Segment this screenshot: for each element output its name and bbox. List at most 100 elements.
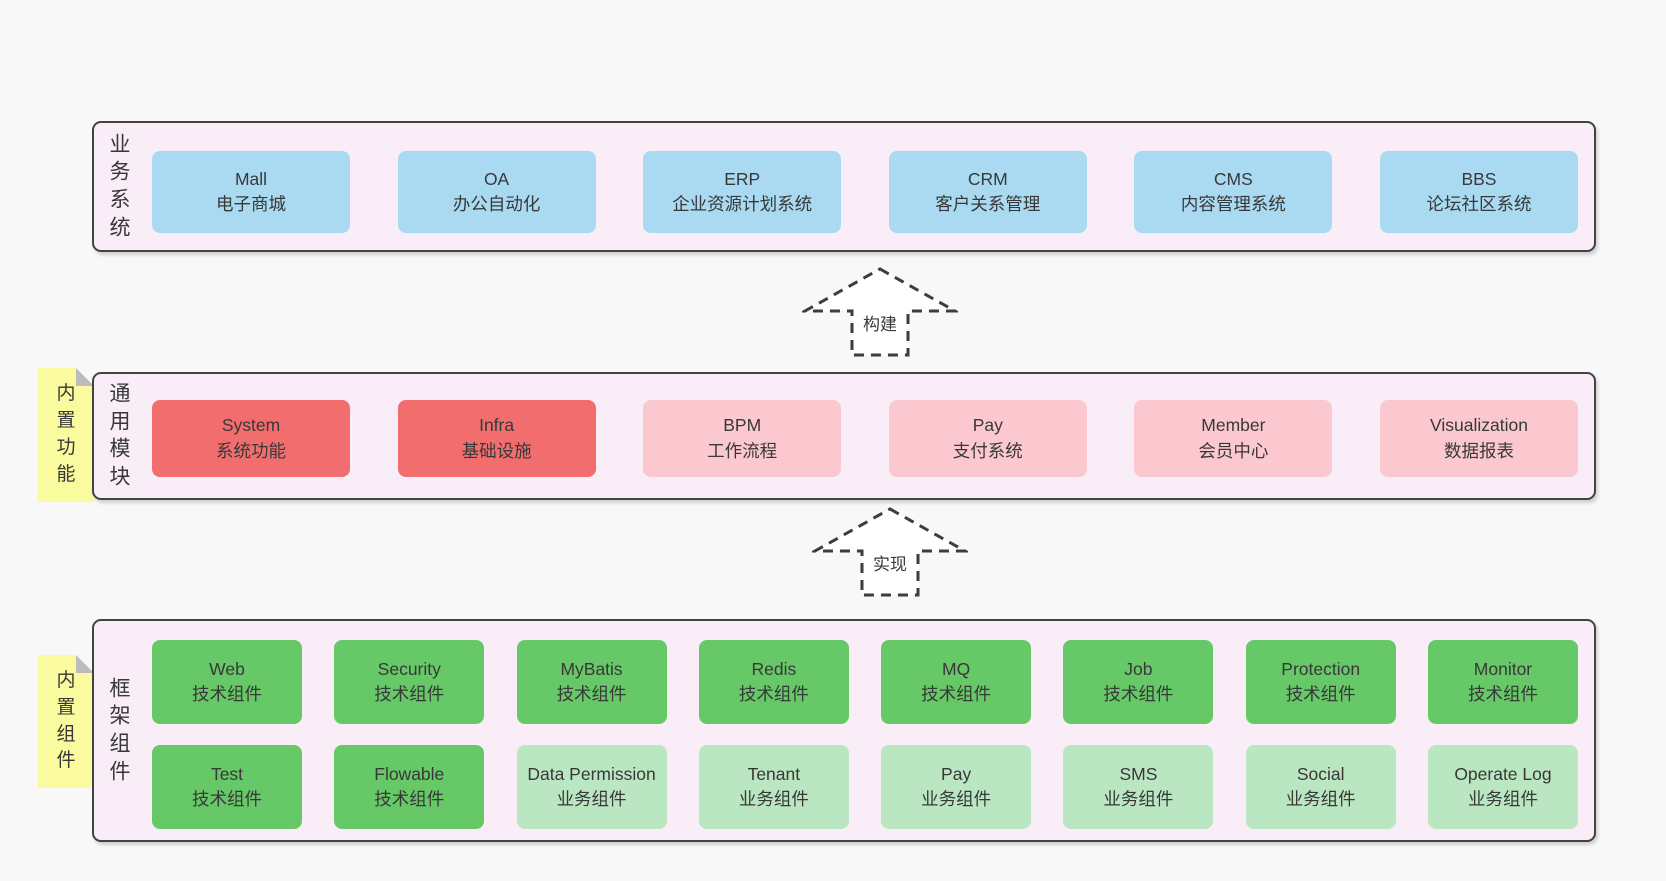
section-business-label: 业务系统 <box>109 133 131 240</box>
box-social: Social 业务组件 <box>1245 745 1396 829</box>
box-subtitle: 技术组件 <box>556 684 627 704</box>
box-title: Test <box>210 763 244 784</box>
framework-box-row-bottom: Test 技术组件 Flowable 技术组件 Data Permission … <box>152 745 1578 829</box>
box-subtitle: 基础设施 <box>461 440 532 461</box>
box-title: Redis <box>751 658 797 679</box>
box-title: Job <box>1124 658 1153 679</box>
box-flowable: Flowable 技术组件 <box>334 745 485 829</box>
box-data-permission: Data Permission 业务组件 <box>516 745 667 829</box>
box-oa: OA 办公自动化 <box>397 151 596 233</box>
box-subtitle: 客户关系管理 <box>935 194 1041 214</box>
box-title: Visualization <box>1430 415 1528 436</box>
box-visualization: Visualization 数据报表 <box>1379 400 1578 477</box>
box-title: Social <box>1296 763 1345 784</box>
box-subtitle: 业务组件 <box>1103 789 1174 809</box>
box-title: System <box>221 415 281 436</box>
box-protection: Protection 技术组件 <box>1245 640 1396 724</box>
box-subtitle: 论坛社区系统 <box>1426 194 1532 214</box>
box-subtitle: 办公自动化 <box>452 194 541 214</box>
box-system: System 系统功能 <box>152 400 350 477</box>
box-title: BBS <box>1461 168 1497 189</box>
box-title: Pay <box>941 763 972 784</box>
box-mybatis: MyBatis 技术组件 <box>516 640 667 724</box>
box-title: Infra <box>479 415 515 436</box>
box-pay-component: Pay 业务组件 <box>881 745 1032 829</box>
box-mall: Mall 电子商城 <box>152 151 350 233</box>
section-framework-label: 框架组件 <box>109 677 131 784</box>
box-job: Job 技术组件 <box>1063 640 1214 724</box>
section-business-systems: 业务系统 Mall 电子商城 OA 办公自动化 ERP 企业资源计划系统 CRM… <box>92 121 1596 252</box>
box-subtitle: 系统功能 <box>216 440 286 461</box>
box-monitor: Monitor 技术组件 <box>1427 640 1578 724</box>
section-framework-components: 框架组件 Web 技术组件 Security 技术组件 MyBatis 技术组件… <box>92 619 1596 842</box>
note-label: 内置功能 <box>56 383 76 485</box>
box-title: BPM <box>723 415 762 436</box>
box-title: CRM <box>967 168 1008 189</box>
arrow-implement-label: 实现 <box>870 550 910 575</box>
box-subtitle: 技术组件 <box>921 684 992 704</box>
box-subtitle: 技术组件 <box>374 684 445 704</box>
box-subtitle: 业务组件 <box>1285 789 1356 809</box>
box-subtitle: 技术组件 <box>1285 684 1356 704</box>
box-title: Web <box>209 658 245 679</box>
box-subtitle: 内容管理系统 <box>1180 194 1286 214</box>
business-box-row: Mall 电子商城 OA 办公自动化 ERP 企业资源计划系统 CRM 客户关系… <box>152 151 1578 233</box>
sticky-note-builtin-components: 内置组件 <box>38 655 94 788</box>
arrow-build: 构建 <box>802 266 958 358</box>
box-title: Monitor <box>1473 658 1533 679</box>
box-subtitle: 技术组件 <box>192 789 262 809</box>
framework-box-row-top: Web 技术组件 Security 技术组件 MyBatis 技术组件 Redi… <box>152 640 1578 724</box>
box-title: SMS <box>1119 763 1158 784</box>
box-title: Data Permission <box>527 763 656 784</box>
box-subtitle: 数据报表 <box>1443 440 1514 461</box>
box-title: MyBatis <box>560 658 623 679</box>
box-test: Test 技术组件 <box>152 745 302 829</box>
box-subtitle: 业务组件 <box>556 789 627 809</box>
box-bbs: BBS 论坛社区系统 <box>1379 151 1578 233</box>
box-sms: SMS 业务组件 <box>1063 745 1214 829</box>
section-modules-label: 通用模块 <box>109 382 131 489</box>
box-subtitle: 技术组件 <box>1467 684 1538 704</box>
box-crm: CRM 客户关系管理 <box>888 151 1087 233</box>
box-title: Mall <box>234 168 268 189</box>
box-title: MQ <box>942 658 971 679</box>
box-web: Web 技术组件 <box>152 640 302 724</box>
box-title: Operate Log <box>1454 763 1552 784</box>
box-infra: Infra 基础设施 <box>397 400 596 477</box>
box-title: OA <box>483 168 510 189</box>
box-pay-module: Pay 支付系统 <box>888 400 1087 477</box>
box-title: Tenant <box>747 763 801 784</box>
box-bpm: BPM 工作流程 <box>643 400 842 477</box>
section-common-modules: 通用模块 System 系统功能 Infra 基础设施 BPM 工作流程 Pay… <box>92 372 1596 500</box>
box-cms: CMS 内容管理系统 <box>1134 151 1333 233</box>
box-member: Member 会员中心 <box>1134 400 1333 477</box>
box-title: Pay <box>972 415 1003 436</box>
box-subtitle: 业务组件 <box>1467 789 1538 809</box>
box-mq: MQ 技术组件 <box>881 640 1032 724</box>
box-subtitle: 技术组件 <box>374 789 445 809</box>
box-subtitle: 电子商城 <box>216 194 286 214</box>
box-title: ERP <box>724 168 761 189</box>
box-security: Security 技术组件 <box>334 640 485 724</box>
modules-box-row: System 系统功能 Infra 基础设施 BPM 工作流程 Pay 支付系统… <box>152 400 1578 477</box>
box-operate-log: Operate Log 业务组件 <box>1427 745 1578 829</box>
box-subtitle: 技术组件 <box>192 684 262 704</box>
note-label: 内置组件 <box>56 669 76 772</box>
box-subtitle: 企业资源计划系统 <box>672 194 813 214</box>
box-subtitle: 技术组件 <box>1103 684 1174 704</box>
box-subtitle: 业务组件 <box>921 789 992 809</box>
box-erp: ERP 企业资源计划系统 <box>643 151 842 233</box>
box-subtitle: 业务组件 <box>738 789 809 809</box>
box-title: Protection <box>1281 658 1361 679</box>
box-subtitle: 工作流程 <box>707 440 778 461</box>
box-subtitle: 会员中心 <box>1198 440 1269 461</box>
box-redis: Redis 技术组件 <box>698 640 849 724</box>
box-subtitle: 技术组件 <box>738 684 809 704</box>
sticky-note-builtin-features: 内置功能 <box>38 368 94 502</box>
arrow-implement: 实现 <box>812 506 968 598</box>
box-title: Flowable <box>374 763 445 784</box>
box-title: Security <box>377 658 441 679</box>
arrow-build-label: 构建 <box>860 310 900 335</box>
box-title: CMS <box>1213 168 1253 189</box>
